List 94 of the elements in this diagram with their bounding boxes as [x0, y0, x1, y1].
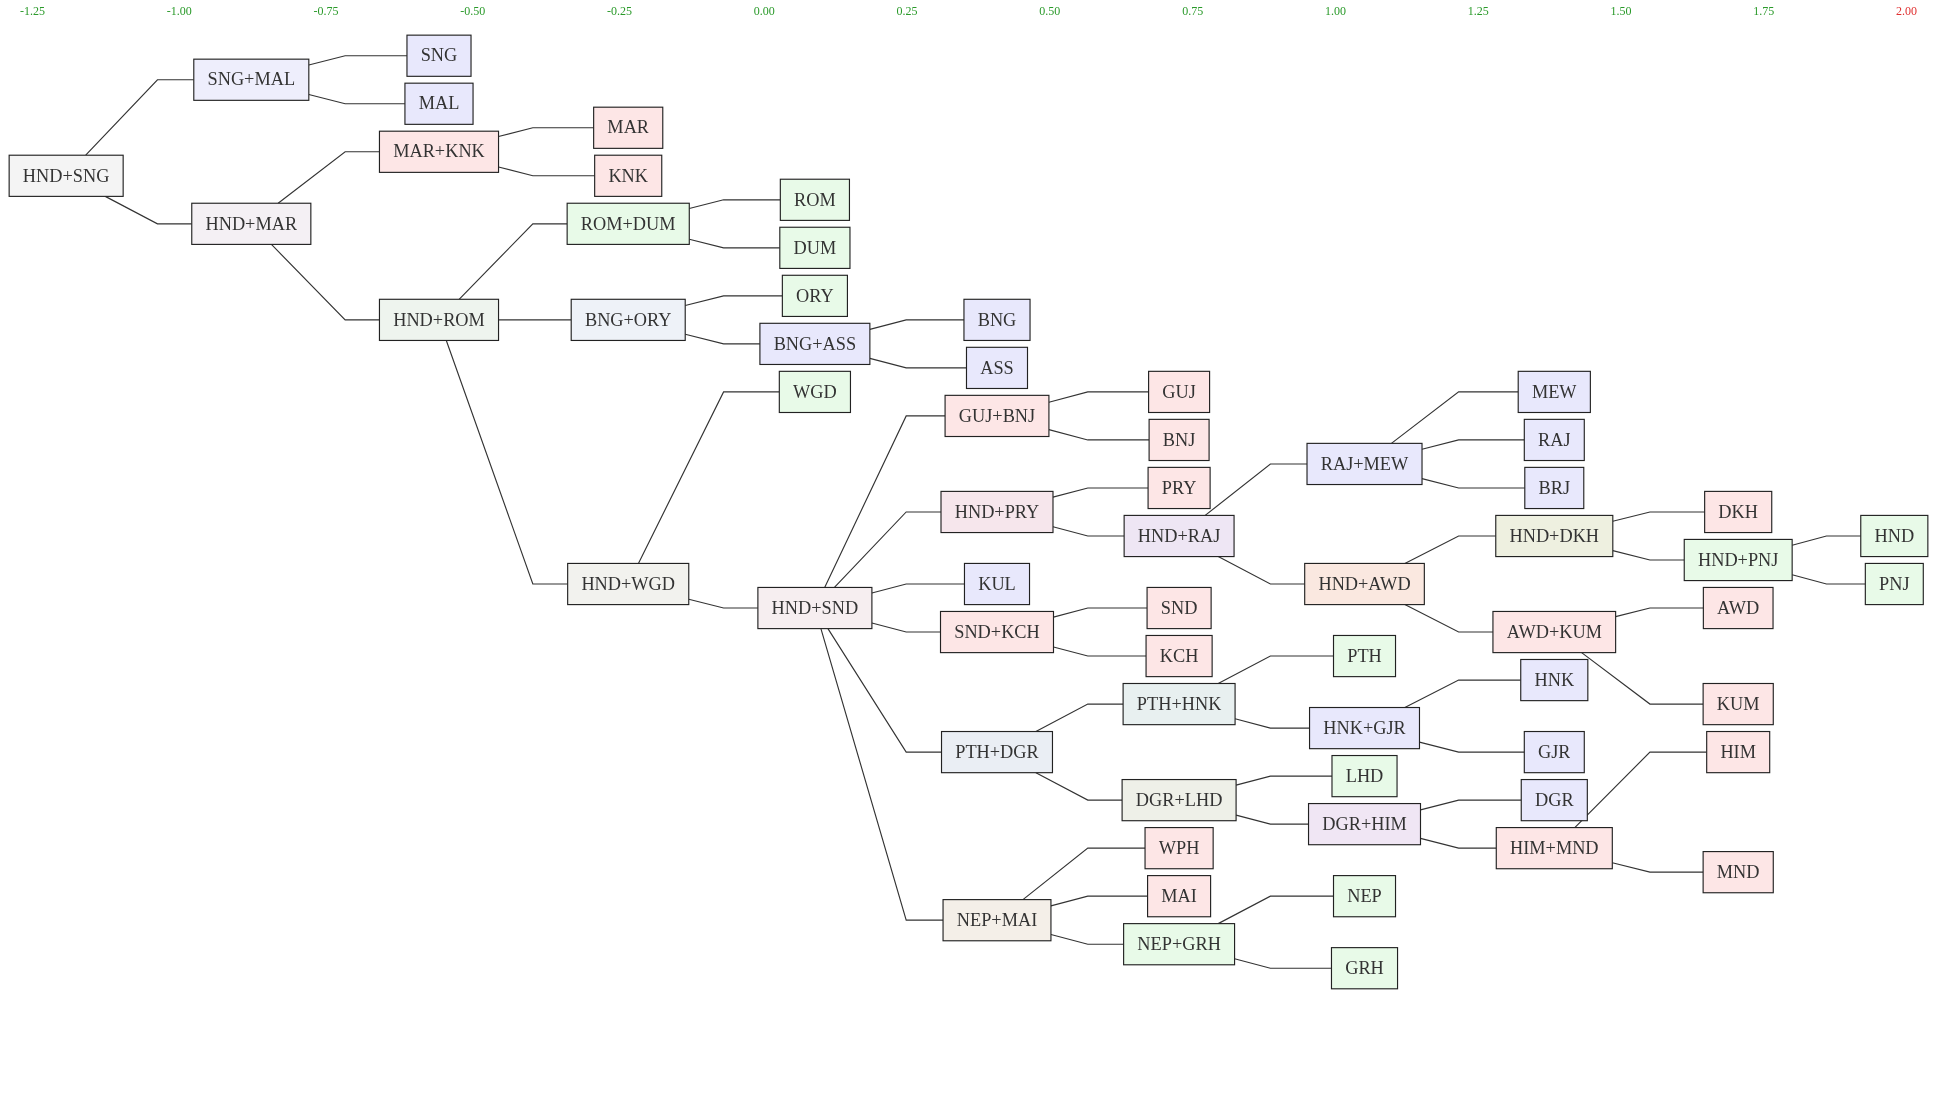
node-box: HIM: [1706, 730, 1771, 774]
node-box: NEP+GRH: [1123, 923, 1236, 966]
node-box: PNJ: [1864, 562, 1924, 606]
connector: [637, 391, 780, 564]
axis-tick-label: -1.00: [166, 4, 192, 20]
node-box: PRY: [1147, 466, 1211, 510]
node-box: NEP: [1332, 875, 1397, 918]
node-box: BNJ: [1148, 418, 1210, 462]
node-box: HND+WGD: [567, 562, 690, 606]
connector: [1052, 526, 1125, 537]
node-box: RAJ: [1523, 418, 1585, 462]
connector: [270, 243, 380, 321]
node-box: NEP+MAI: [942, 899, 1052, 942]
node-box: GJR: [1523, 730, 1585, 774]
node-box: PTH: [1332, 634, 1397, 678]
node-box: DGR: [1520, 778, 1588, 822]
connector: [1204, 463, 1308, 516]
axis-tick-label: 2.00: [1895, 4, 1917, 20]
node-box: HNK+GJR: [1309, 706, 1421, 750]
connector: [1615, 607, 1704, 618]
node-box: KCH: [1145, 634, 1213, 678]
axis-tick-label: 0.00: [753, 4, 775, 20]
node-box: GRH: [1330, 947, 1399, 990]
node-box: SNG: [406, 34, 472, 77]
axis-tick-label: -1.25: [20, 4, 45, 20]
connector: [1035, 703, 1124, 733]
connector: [1035, 772, 1123, 801]
connector: [1052, 487, 1149, 498]
node-box: GUJ+BNJ: [944, 394, 1050, 438]
connector: [1612, 550, 1685, 561]
node-box: HND+MAR: [191, 202, 312, 245]
node-box: MAL: [404, 82, 474, 125]
node-box: MND: [1702, 851, 1774, 894]
node-box: HND+RAJ: [1123, 514, 1235, 558]
axis-tick-label: 1.50: [1610, 4, 1632, 20]
node-box: MEW: [1517, 370, 1591, 414]
node-box: DUM: [779, 226, 851, 269]
node-box: HND+PNJ: [1683, 538, 1793, 582]
node-box: SNG+MAL: [193, 58, 310, 101]
node-box: KUL: [963, 562, 1031, 606]
node-box: WGD: [778, 370, 852, 414]
axis-tick-label: 0.75: [1182, 4, 1204, 20]
node-box: BRJ: [1524, 466, 1585, 510]
connector: [1022, 847, 1146, 901]
node-box: GUJ: [1148, 370, 1211, 414]
node-box: MAI: [1147, 875, 1212, 918]
connector: [1390, 391, 1519, 444]
node-box: BNG: [963, 298, 1031, 341]
node-box: ROM+DUM: [566, 202, 690, 245]
node-box: HNK: [1520, 658, 1589, 702]
node-box: HND+DKH: [1495, 514, 1614, 558]
node-box: HND+PRY: [940, 490, 1054, 534]
node-box: WPH: [1144, 827, 1214, 870]
node-box: HND: [1860, 514, 1929, 558]
connector: [1048, 429, 1150, 441]
node-box: HND+SNG: [8, 154, 124, 197]
node-box: ORY: [781, 274, 848, 317]
connector: [824, 415, 946, 588]
node-box: HND+ROM: [378, 298, 500, 341]
connector: [1581, 652, 1704, 705]
axis-tick-label: -0.75: [313, 4, 339, 20]
axis-tick-label: 0.25: [896, 4, 918, 20]
node-box: RAJ+MEW: [1306, 442, 1423, 486]
node-box: LHD: [1331, 754, 1398, 798]
node-box: HND+SND: [757, 586, 873, 630]
axis-tick-label: 1.00: [1324, 4, 1346, 20]
node-box: DGR+HIM: [1307, 803, 1422, 846]
node-box: HIM+MND: [1495, 827, 1613, 870]
axis-tick-label: -0.50: [460, 4, 486, 20]
axis-tick-label: -0.25: [607, 4, 633, 20]
node-box: HND+AWD: [1304, 562, 1425, 606]
axis-tick-label: 1.25: [1467, 4, 1489, 20]
node-box: MAR: [593, 106, 664, 149]
node-box: SND: [1146, 586, 1212, 630]
node-box: BNG+ORY: [570, 298, 686, 341]
connector: [820, 628, 944, 921]
node-box: MAR+KNK: [378, 130, 500, 173]
node-box: PTH+HNK: [1122, 682, 1236, 726]
connector: [277, 151, 380, 204]
node-box: KUM: [1702, 682, 1774, 726]
axis-tick-label: 1.75: [1753, 4, 1775, 20]
node-box: ASS: [965, 346, 1029, 390]
connector: [833, 511, 942, 588]
axis-tick-label: 0.50: [1039, 4, 1061, 20]
node-box: SND+KCH: [939, 610, 1055, 654]
node-box: AWD: [1702, 586, 1774, 630]
node-box: PTH+DGR: [940, 730, 1054, 774]
node-box: AWD+KUM: [1492, 610, 1617, 654]
node-box: KNK: [594, 154, 663, 197]
node-box: DKH: [1704, 490, 1773, 534]
node-box: BNG+ASS: [759, 322, 871, 366]
node-box: ROM: [779, 178, 851, 221]
connector: [458, 223, 568, 300]
node-box: DGR+LHD: [1121, 778, 1237, 822]
